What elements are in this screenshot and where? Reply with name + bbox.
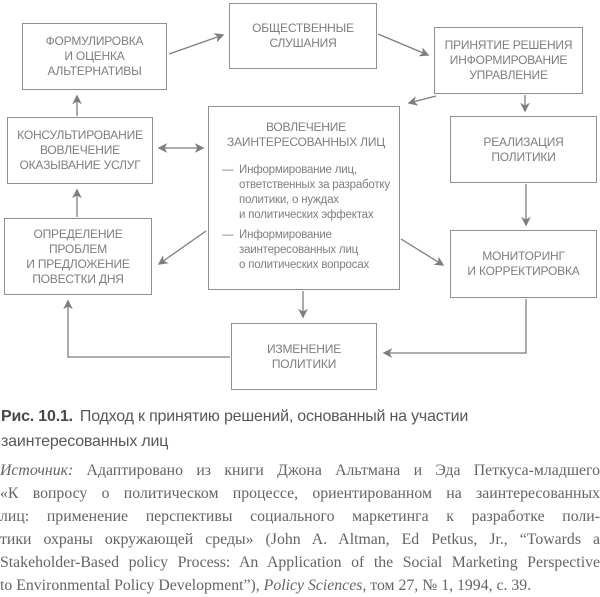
box-formulation: ФОРМУЛИРОВКА И ОЦЕНКА АЛЬТЕРНАТИВЫ xyxy=(22,23,167,90)
box-line: ПОЛИТИКИ xyxy=(271,356,337,371)
box-line: КОНСУЛЬТИРОВАНИЕ xyxy=(17,128,143,142)
source-text: «К вопросу о политическом процессе, орие… xyxy=(0,485,600,502)
bullet-text: Информирование заинтересованных лиц о по… xyxy=(239,228,369,273)
box-line: ФОРМУЛИРОВКА xyxy=(45,34,144,48)
box-line: УПРАВЛЕНИЕ xyxy=(469,68,548,82)
box-line: ОБЩЕСТВЕННЫЕ xyxy=(252,21,354,35)
box-line: РЕАЛИЗАЦИЯ xyxy=(483,134,564,149)
arrow-change-to-problems xyxy=(63,299,230,358)
bullet-line: ответственных за разработку xyxy=(239,179,390,191)
box-line: И ОЦЕНКА xyxy=(64,49,125,63)
source-text: Stakeholder-Based policy Process: An App… xyxy=(0,554,600,571)
box-monitoring: МОНИТОРИНГ И КОРРЕКТИРОВКА xyxy=(450,230,597,298)
box-line: И ПРЕДЛОЖЕНИЕ xyxy=(26,256,130,271)
arrow-stakeholder-to-monitoring xyxy=(400,238,445,266)
box-line: И КОРРЕКТИРОВКА xyxy=(467,264,580,278)
source-label: Источник: xyxy=(0,462,74,479)
box-decision-making: ПРИНЯТИЕ РЕШЕНИЯ ИНФОРМИРОВАНИЕ УПРАВЛЕН… xyxy=(434,27,583,94)
arrow-stakeholder-to-problems xyxy=(157,230,207,265)
bullet-line: заинтересованных лиц xyxy=(239,244,359,256)
stakeholder-box-title: ВОВЛЕЧЕНИЕ ЗАИНТЕРЕСОВАННЫХ ЛИЦ xyxy=(217,120,395,150)
flow-diagram: ФОРМУЛИРОВКА И ОЦЕНКА АЛЬТЕРНАТИВЫ ОБЩЕС… xyxy=(4,3,597,390)
source-note: Источник: Адаптировано из книги Джона Ал… xyxy=(0,459,600,597)
figure-number: Рис. 10.1. xyxy=(1,408,73,425)
box-problem-definition: ОПРЕДЕЛЕНИЕ ПРОБЛЕМ И ПРЕДЛОЖЕНИЕ ПОВЕСТ… xyxy=(4,218,152,295)
box-stakeholder-involvement: ВОВЛЕЧЕНИЕ ЗАИНТЕРЕСОВАННЫХ ЛИЦ — Информ… xyxy=(208,106,400,290)
source-text: to Environmental Policy Development”), xyxy=(0,577,264,594)
box-line: ОПРЕДЕЛЕНИЕ xyxy=(33,226,123,241)
source-text: Адаптировано из книги Джона Альтмана и Э… xyxy=(73,462,600,479)
source-line-2: «К вопросу о политическом процессе, орие… xyxy=(0,482,600,505)
box-line: АЛЬТЕРНАТИВЫ xyxy=(47,64,142,78)
box-public-hearings: ОБЩЕСТВЕННЫЕ СЛУШАНИЯ xyxy=(229,3,377,69)
source-line-3: лиц: применение перспективы социального … xyxy=(0,505,600,528)
box-line: ВОВЛЕЧЕНИЕ xyxy=(40,143,120,157)
bullet-line: о политических вопросах xyxy=(239,259,370,271)
bullet-text: Информирование лиц, ответственных за раз… xyxy=(239,163,390,223)
arrow-hearings-to-decision xyxy=(377,33,430,57)
bullet-line: Информирование лиц, xyxy=(239,164,357,176)
source-line-6: to Environmental Policy Development”), P… xyxy=(0,574,600,597)
arrow-monitoring-to-change xyxy=(382,299,527,358)
source-text: лиц: применение перспективы социального … xyxy=(0,508,600,525)
box-line: ИЗМЕНЕНИЕ xyxy=(266,341,342,356)
box-policy-implementation: РЕАЛИЗАЦИЯ ПОЛИТИКИ xyxy=(450,116,597,183)
box-line: ПРИНЯТИЕ РЕШЕНИЯ xyxy=(444,38,573,52)
box-line: ВОВЛЕЧЕНИЕ xyxy=(266,120,346,134)
bullet-line: и политических эффектах xyxy=(239,209,374,221)
bullet-line: Информирование xyxy=(239,229,332,241)
box-line: ПОВЕСТКИ ДНЯ xyxy=(32,271,124,286)
caption-text: заинтересованных лиц xyxy=(1,433,169,450)
source-line-5: Stakeholder-Based policy Process: An App… xyxy=(0,551,600,574)
box-line: ОКАЗЫВАНИЕ УСЛУГ xyxy=(19,158,141,172)
box-line: ПРОБЛЕМ xyxy=(48,241,108,256)
figure-page: ФОРМУЛИРОВКА И ОЦЕНКА АЛЬТЕРНАТИВЫ ОБЩЕС… xyxy=(0,3,600,594)
bullet-line: политики, о нуждах xyxy=(239,194,339,206)
arrow-formulation-to-hearings xyxy=(168,33,225,55)
box-line: ПОЛИТИКИ xyxy=(491,149,556,164)
source-line-4: тики охраны окружающей среды» (John A. A… xyxy=(0,528,600,551)
box-policy-change: ИЗМЕНЕНИЕ ПОЛИТИКИ xyxy=(231,323,377,390)
arrow-decision-to-stakeholder xyxy=(407,95,437,106)
journal-title: Policy Sciences xyxy=(263,577,363,594)
figure-caption: Рис. 10.1. Подход к принятию решений, осн… xyxy=(1,404,599,454)
stakeholder-bullet-1: — Информирование лиц, ответственных за р… xyxy=(217,163,395,223)
box-consulting: КОНСУЛЬТИРОВАНИЕ ВОВЛЕЧЕНИЕ ОКАЗЫВАНИЕ У… xyxy=(7,117,153,184)
caption-line-2: заинтересованных лиц xyxy=(1,429,599,454)
stakeholder-bullet-2: — Информирование заинтересованных лиц о … xyxy=(217,228,395,273)
connector-arrows xyxy=(63,33,531,358)
source-text: , том 27, № 1, 1994, с. 39. xyxy=(362,577,532,594)
dash-bullet: — xyxy=(222,164,234,176)
caption-text: Подход к принятию решений, основанный на… xyxy=(79,408,469,425)
dash-bullet: — xyxy=(222,229,234,241)
source-text: тики охраны окружающей среды» (John A. A… xyxy=(0,531,600,548)
caption-line-1: Рис. 10.1. Подход к принятию решений, осн… xyxy=(1,404,599,429)
box-line: МОНИТОРИНГ xyxy=(482,249,565,263)
box-line: ИНФОРМИРОВАНИЕ xyxy=(449,53,568,67)
box-line: СЛУШАНИЯ xyxy=(269,36,337,50)
box-line: ЗАИНТЕРЕСОВАННЫХ ЛИЦ xyxy=(227,135,385,149)
source-line-1: Источник: Адаптировано из книги Джона Ал… xyxy=(0,459,600,482)
